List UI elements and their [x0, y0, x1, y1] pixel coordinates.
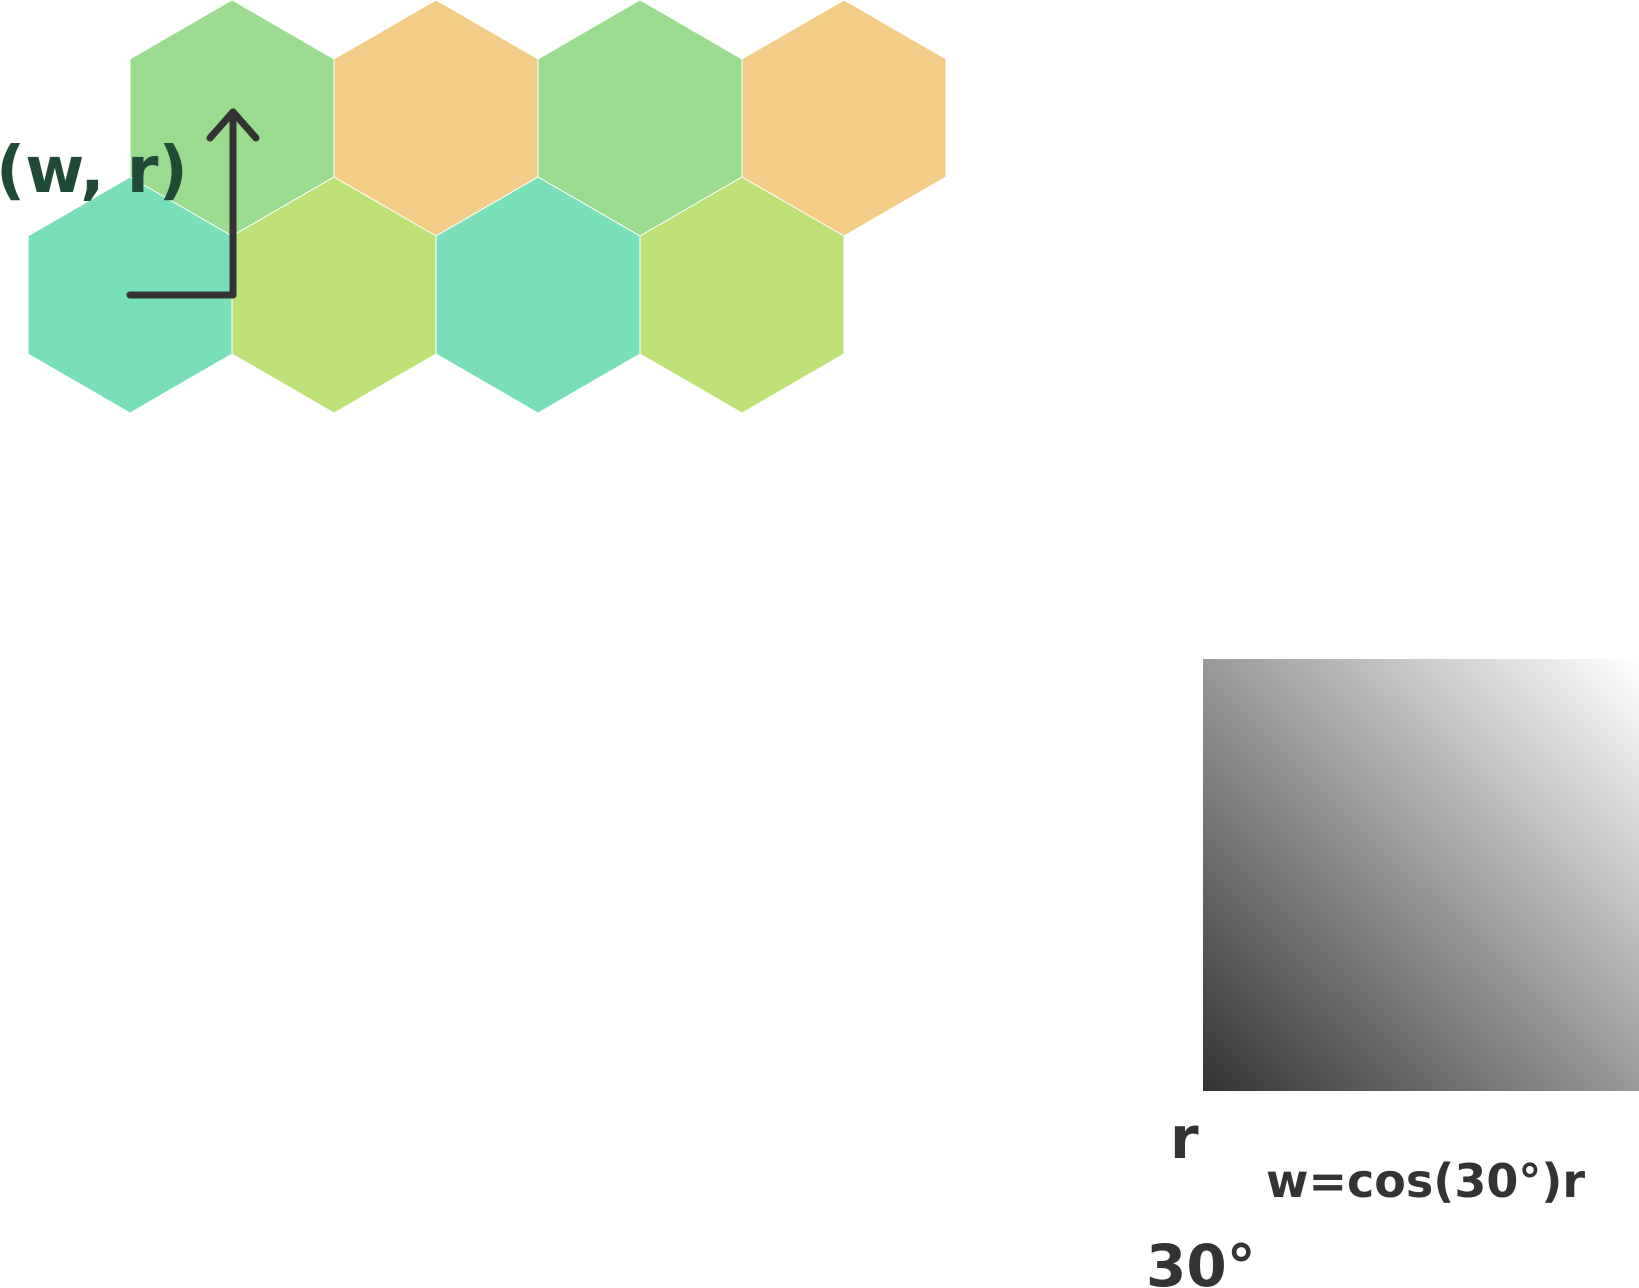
gradient-square — [1203, 659, 1639, 1091]
coord-label: (w, r) — [0, 134, 188, 208]
offset-arrow-line — [126, 108, 237, 299]
arrowhead — [206, 108, 260, 142]
r-label: r — [1170, 1104, 1199, 1172]
hex-bottom-4 — [639, 176, 845, 414]
angle-label: 30° — [1146, 1232, 1256, 1288]
formula-label: w=cos(30°)r — [1266, 1154, 1585, 1208]
